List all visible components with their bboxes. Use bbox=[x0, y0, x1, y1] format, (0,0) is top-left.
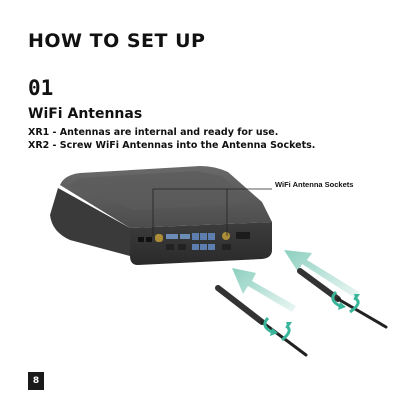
section-title: WiFi Antennas bbox=[28, 106, 143, 122]
rotate-arrow-right-icon bbox=[331, 290, 360, 314]
device-body bbox=[50, 166, 272, 265]
instruction-list: XR1 - Antennas are internal and ready fo… bbox=[28, 126, 315, 152]
antenna-left bbox=[215, 285, 308, 357]
callout-lines bbox=[152, 188, 272, 236]
callout-label: WiFi Antenna Sockets bbox=[275, 180, 353, 189]
insert-arrow-right bbox=[284, 250, 359, 298]
page-title: HOW TO SET UP bbox=[28, 30, 206, 52]
instruction-xr2: XR2 - Screw WiFi Antennas into the Anten… bbox=[28, 140, 316, 151]
rotate-arrow-left-icon bbox=[263, 316, 292, 342]
instruction-xr1: XR1 - Antennas are internal and ready fo… bbox=[28, 127, 279, 138]
step-number: 01 bbox=[28, 76, 54, 100]
insert-arrow-left bbox=[232, 268, 296, 312]
device-illustration: WiFi Antenna Sockets bbox=[50, 166, 388, 357]
page-number: 8 bbox=[28, 372, 44, 390]
antenna-right bbox=[297, 268, 388, 329]
